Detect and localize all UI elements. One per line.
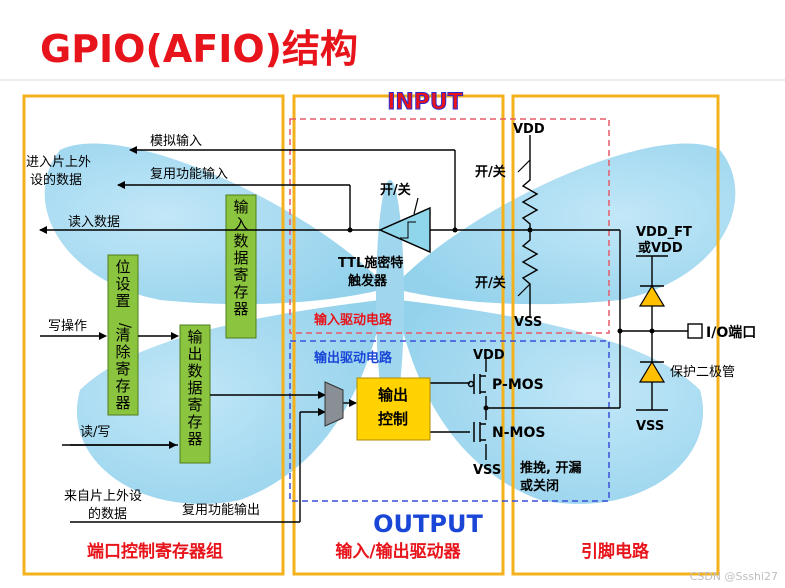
right-section-label: 引脚电路 <box>581 541 650 562</box>
output-mode-label-1: 推挽, 开漏 <box>520 460 581 476</box>
output-multiplexer <box>324 381 344 427</box>
io-port-pad <box>687 323 703 339</box>
input-driver-box <box>289 118 610 334</box>
mos-vdd-label: VDD <box>473 348 505 363</box>
port-register-frame <box>22 94 285 576</box>
output-heading: OUTPUT <box>373 510 483 538</box>
page-title: GPIO(AFIO)结构 <box>40 27 358 71</box>
to-periph-label-2: 设的数据 <box>30 172 82 188</box>
input-data-register-label: 输入数据寄存器 <box>233 198 248 318</box>
nmos-label: N-MOS <box>492 425 545 441</box>
pin-circuit-frame <box>511 94 720 576</box>
output-control-label-1: 输出 <box>378 386 408 404</box>
write-op-label: 写操作 <box>48 318 87 334</box>
output-control-label-2: 控制 <box>378 410 408 428</box>
output-control-block <box>356 377 431 441</box>
mos-vss-label: VSS <box>473 463 501 478</box>
alt-function-output-label: 复用功能输出 <box>182 502 260 518</box>
output-mode-label-2: 或关闭 <box>520 478 559 494</box>
alt-function-input-label: 复用功能输入 <box>150 166 228 182</box>
output-driver-label: 输出驱动电路 <box>314 350 393 366</box>
protect-diode-label: 保护二极管 <box>670 365 735 380</box>
pullup-switch-label: 开/关 <box>475 164 506 180</box>
middle-section-label: 输入/输出驱动器 <box>335 541 461 562</box>
pin-vss-label: VSS <box>514 315 542 330</box>
pin-vdd-label: VDD <box>513 122 545 137</box>
io-driver-frame <box>292 94 505 576</box>
io-port-label: I/O端口 <box>706 324 756 341</box>
bit-set-reset-register-label: 位设置/清除寄存器 <box>115 258 134 412</box>
vdd-ft-label-1: VDD_FT <box>636 225 692 240</box>
from-periph-label-1: 来自片上外设 <box>64 489 142 504</box>
left-section-label: 端口控制寄存器组 <box>87 541 223 562</box>
bit-set-reset-register: 位设置/清除寄存器 <box>107 254 139 416</box>
schmitt-switch-label: 开/关 <box>380 182 411 198</box>
schmitt-label-1: TTL施密特 <box>338 255 403 271</box>
vdd-ft-label-2: 或VDD <box>638 240 683 256</box>
title-band <box>0 0 785 82</box>
pulldown-switch-label: 开/关 <box>475 275 506 291</box>
pull-switches <box>517 159 531 297</box>
input-data-register: 输入数据寄存器 <box>225 194 257 339</box>
output-data-register: 输出数据寄存器 <box>179 324 211 464</box>
input-driver-label: 输入驱动电路 <box>314 312 393 328</box>
analog-input-label: 模拟输入 <box>150 133 202 149</box>
schmitt-label-2: 触发器 <box>347 273 388 289</box>
diode-vss-label: VSS <box>636 419 664 434</box>
schmitt-trigger <box>378 197 431 254</box>
output-data-register-label: 输出数据寄存器 <box>187 328 202 448</box>
to-periph-label-1: 进入片上外 <box>26 155 91 170</box>
signal-wires <box>39 135 688 523</box>
from-periph-label-2: 的数据 <box>88 506 127 522</box>
read-data-label: 读入数据 <box>68 215 120 230</box>
protection-diodes <box>636 255 668 411</box>
butterfly-illustration <box>44 143 736 504</box>
watermark: CSDN @Ssshi27 <box>690 570 778 583</box>
junction-dots <box>347 227 655 411</box>
read-write-label: 读/写 <box>80 425 110 440</box>
mos-transistors <box>467 374 486 442</box>
input-heading: INPUT <box>387 90 463 115</box>
pmos-label: P-MOS <box>492 377 544 393</box>
